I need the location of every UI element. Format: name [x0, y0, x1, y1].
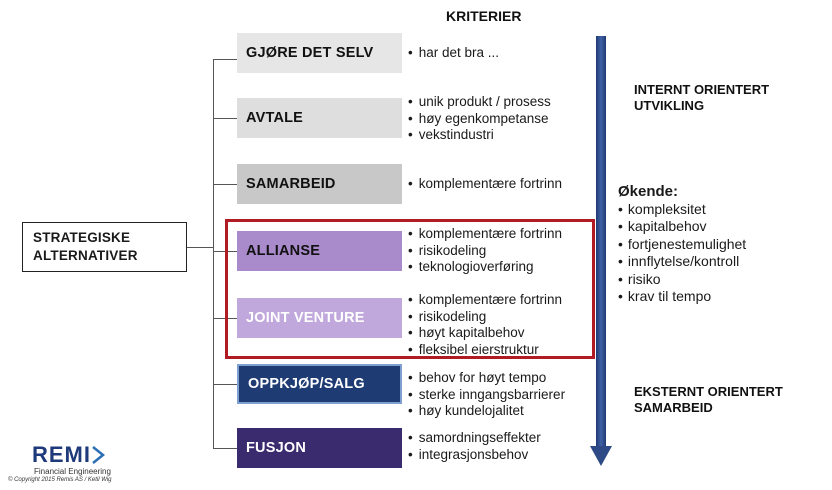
connector-vertical: [213, 59, 214, 448]
criteria-item: risikodeling: [408, 243, 562, 260]
criteria-list-5: behov for høyt tempo sterke inngangsbarr…: [408, 370, 565, 420]
left-box-line2: ALTERNATIVER: [33, 248, 138, 263]
down-arrow-icon: [590, 36, 612, 466]
alt-label: OPPKJØP/SALG: [248, 376, 365, 392]
connector-horizontal-main: [187, 247, 213, 248]
logo-subtitle: Financial Engineering: [34, 467, 111, 476]
alt-label: SAMARBEID: [246, 176, 336, 192]
external-label-line1: EKSTERNT ORIENTERT: [634, 384, 783, 399]
criteria-item: høy egenkompetanse: [408, 111, 551, 128]
criteria-item: unik produkt / prosess: [408, 94, 551, 111]
criteria-list-2: komplementære fortrinn: [408, 176, 562, 193]
criteria-list-3: komplementære fortrinn risikodeling tekn…: [408, 226, 562, 276]
increasing-block: Økende: kompleksitet kapitalbehov fortje…: [618, 183, 746, 306]
copyright-text: Copyright 2015 Remis AS / Ketil Wig: [14, 477, 112, 483]
connector-tick-1: [213, 118, 237, 119]
connector-tick-6: [213, 448, 237, 449]
criteria-item: høyt kapitalbehov: [408, 325, 562, 342]
internal-label-line1: INTERNT ORIENTERT: [634, 82, 770, 97]
external-label-line2: SAMARBEID: [634, 400, 713, 415]
increasing-item: kompleksitet: [618, 201, 746, 219]
criteria-item: komplementære fortrinn: [408, 176, 562, 193]
criteria-list-0: har det bra ...: [408, 45, 499, 62]
connector-tick-2: [213, 184, 237, 185]
alt-oppkjop-salg: OPPKJØP/SALG: [237, 364, 402, 404]
external-label: EKSTERNT ORIENTERT SAMARBEID: [634, 384, 783, 416]
increasing-item: fortjenestemulighet: [618, 236, 746, 254]
criteria-item: teknologioverføring: [408, 259, 562, 276]
increasing-item: innflytelse/kontroll: [618, 253, 746, 271]
criteria-item: vekstindustri: [408, 127, 551, 144]
criteria-item: høy kundelojalitet: [408, 403, 565, 420]
logo-swoosh-icon: [92, 446, 106, 464]
remis-logo: REMI Financial Engineering: [32, 442, 111, 476]
alt-samarbeid: SAMARBEID: [237, 164, 402, 204]
alt-label: GJØRE DET SELV: [246, 45, 374, 61]
criteria-list-6: samordningseffekter integrasjonsbehov: [408, 430, 541, 463]
alt-label: JOINT VENTURE: [246, 310, 365, 326]
increasing-title: Økende:: [618, 183, 679, 200]
criteria-item: integrasjonsbehov: [408, 447, 541, 464]
logo-name: REMI: [32, 442, 111, 468]
highlight-frame: [225, 219, 595, 359]
alt-allianse: ALLIANSE: [237, 231, 402, 271]
criteria-item: behov for høyt tempo: [408, 370, 565, 387]
alt-joint-venture: JOINT VENTURE: [237, 298, 402, 338]
criteria-item: fleksibel eierstruktur: [408, 342, 562, 359]
strategic-alternatives-box: STRATEGISKE ALTERNATIVER: [22, 222, 187, 272]
increasing-item: krav til tempo: [618, 288, 746, 306]
criteria-heading: KRITERIER: [446, 8, 522, 24]
alt-label: ALLIANSE: [246, 243, 321, 259]
alt-label: AVTALE: [246, 110, 304, 126]
internal-label-line2: UTVIKLING: [634, 98, 705, 113]
criteria-item: komplementære fortrinn: [408, 292, 562, 309]
connector-tick-0: [213, 59, 237, 60]
criteria-item: sterke inngangsbarrierer: [408, 387, 565, 404]
criteria-list-1: unik produkt / prosess høy egenkompetans…: [408, 94, 551, 144]
internal-label: INTERNT ORIENTERT UTVIKLING: [634, 82, 769, 114]
criteria-item: risikodeling: [408, 309, 562, 326]
increasing-item: risiko: [618, 271, 746, 289]
connector-tick-5: [213, 384, 237, 385]
criteria-item: har det bra ...: [408, 45, 499, 62]
criteria-item: komplementære fortrinn: [408, 226, 562, 243]
increasing-item: kapitalbehov: [618, 218, 746, 236]
alt-gjore-det-selv: GJØRE DET SELV: [237, 33, 402, 73]
left-box-line1: STRATEGISKE: [33, 230, 131, 245]
alt-fusjon: FUSJON: [237, 428, 402, 468]
criteria-list-4: komplementære fortrinn risikodeling høyt…: [408, 292, 562, 358]
criteria-item: samordningseffekter: [408, 430, 541, 447]
alt-avtale: AVTALE: [237, 98, 402, 138]
increasing-list: kompleksitet kapitalbehov fortjenestemul…: [618, 201, 746, 306]
alt-label: FUSJON: [246, 440, 307, 456]
copyright: © Copyright 2015 Remis AS / Ketil Wig: [8, 477, 112, 483]
